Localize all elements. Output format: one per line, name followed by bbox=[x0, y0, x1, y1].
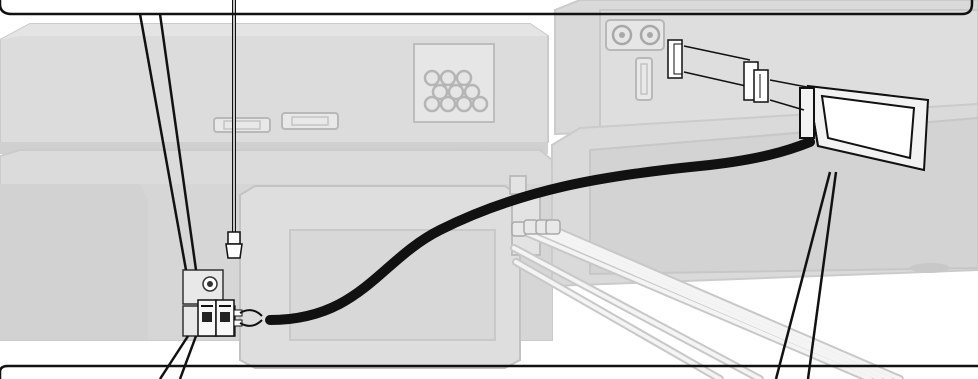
system-connector-icon bbox=[213, 112, 339, 133]
am-antenna-cable-icon bbox=[239, 137, 815, 327]
upper-left-unit bbox=[0, 23, 549, 155]
rca-plug-tips-icon bbox=[511, 219, 561, 237]
am-loop-antenna-icon bbox=[799, 84, 930, 172]
rca-jack-panel-icon bbox=[413, 43, 495, 123]
antenna-terminal-block-icon bbox=[182, 269, 243, 337]
antenna-stand-clip-icon bbox=[667, 39, 813, 111]
antenna-jack-icon bbox=[605, 19, 665, 101]
fm-antenna-lead-icon bbox=[225, 0, 243, 259]
